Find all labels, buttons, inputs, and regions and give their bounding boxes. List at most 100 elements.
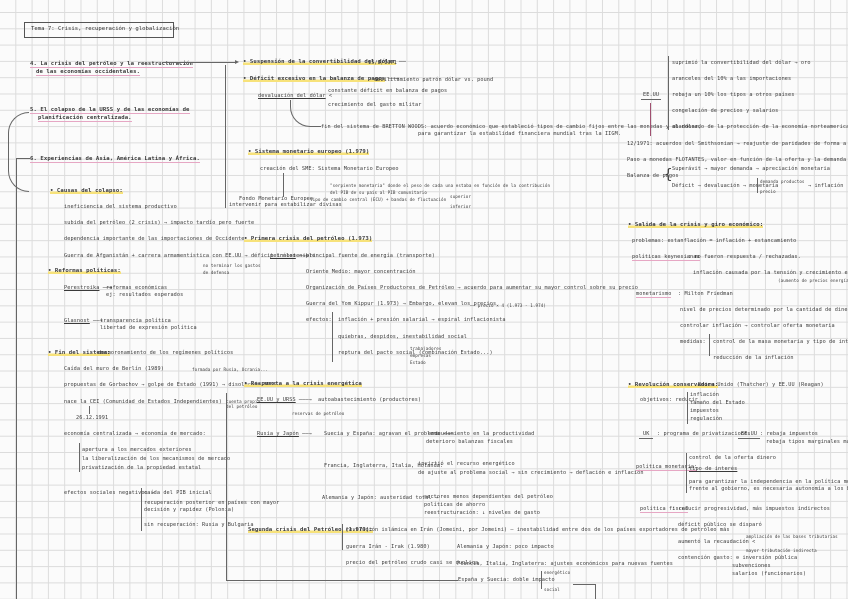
efectos-label-2: efectos: — [306, 317, 332, 323]
fin-heading: • Fin del sistema: — [48, 350, 111, 356]
cuenta-note-2: del petróleo — [226, 404, 258, 409]
inflacion-arrow: → inflación — [808, 183, 844, 189]
section-6-heading: 6. Experiencias de Asia, América Latina … — [30, 156, 200, 163]
monetarismo-4: medidas: — [680, 339, 706, 345]
efectos2-1: inflación + presión salarial → espiral i… — [338, 317, 506, 323]
sme-right-1b: del PIB de su país al PIB comunitario — [330, 190, 427, 195]
eeuu-item-2: aranceles del 10% a las importaciones — [672, 76, 792, 82]
bracket-objetivos — [687, 392, 688, 424]
suspension-date: 15/8/1971 — [368, 60, 398, 66]
bracket-medidas — [709, 334, 710, 356]
pacto-1: trabajadores — [410, 346, 442, 351]
bretton-woods: fin del sistema de BRETTON WOODS: acuerd… — [321, 124, 702, 130]
hline-bottom — [226, 580, 458, 581]
mercado-1: apertura a los mercados exteriores — [82, 447, 192, 453]
mercado-2: la liberalización de los mecanismos de m… — [82, 456, 231, 462]
flotantes: Paso a monedas FLOTANTES, valor en funci… — [627, 157, 847, 163]
curve-deval — [290, 100, 321, 127]
fin-desc: desmoronamiento de los regímenes polític… — [98, 350, 234, 356]
deval-item-2: crecimiento del gasto militar — [328, 102, 422, 108]
section-5-heading: 5. El colapso de la URSS y de las econom… — [30, 107, 190, 114]
smithsonian: 12/1971: acuerdos del Smithsonian → reaj… — [627, 141, 848, 147]
eeuu-item-5: abandonado de la protección de la econom… — [672, 124, 848, 130]
reservas: reservas de petróleo — [292, 411, 345, 416]
eeuu-label: EE.UU — [641, 92, 662, 100]
sme-desc: creación del SME: Sistema Monetario Euro… — [260, 166, 399, 172]
fin-note: formada por Rusia, Ucrania... — [192, 367, 269, 372]
espana-2: España y Suecia: doble impacto — [458, 577, 555, 583]
contencion-1: subvenciones — [732, 563, 771, 569]
balanza-label: Balanza de pagos — [627, 173, 679, 179]
efectos-4: sin recuperación: Rusia y Bulgaria — [144, 522, 254, 528]
monetarismo-1: : Milton Friedman — [678, 291, 733, 297]
monetarismo-label: monetarismo — [636, 291, 672, 298]
pf-1: déficit público se disparó — [678, 522, 762, 528]
inflacion-desc: inflación causada por la tensión y creci… — [693, 270, 848, 276]
bracket-efectos — [141, 488, 142, 531]
suecia-item-2: deterioro balanzas fiscales — [426, 439, 514, 445]
vline-respuesta — [226, 393, 228, 580]
fin-item-4: 26.12.1991 — [76, 415, 109, 421]
brace-balanza: { — [664, 167, 673, 183]
bretton-woods-2: para garantizar la estabilidad financier… — [418, 131, 622, 137]
pacto-2: empresas — [410, 353, 431, 358]
deficit-item-2: precio — [760, 189, 776, 194]
efectos2-2: quiebras, despidos, inestabilidad social — [338, 334, 467, 340]
bracket-eeuu — [668, 56, 669, 130]
politicas-desc: : no fueron respuesta / rechazadas. — [688, 254, 801, 260]
causa-2: subida del petróleo (2 crisis) → impacto… — [64, 220, 255, 226]
alemania-item-2: políticas de ahorro — [424, 502, 486, 508]
crisis2-1: revolución islámica en Irán (Jomeini, po… — [346, 527, 730, 533]
eeuu-item-3: rebaja un 10% los tipos a otros países — [672, 92, 795, 98]
pm-4: frente al gobierno, es necesaria autonom… — [689, 486, 848, 492]
page-title: Tema 7: Crisis, recuperación y globaliza… — [31, 26, 180, 32]
glasnost-item-2: libertad de expresión política — [100, 325, 197, 331]
fin-item-5: economía centralizada → economía de merc… — [64, 431, 206, 437]
respuesta-heading: • Respuesta a la crisis energética — [244, 381, 362, 387]
petroleo-label: petróleo ──→ — [270, 253, 309, 259]
bracket-deficit — [757, 178, 758, 193]
causa-1: ineficiencia del sistema productivo — [64, 204, 177, 210]
reformas-heading: • Reformas políticas: — [48, 268, 121, 274]
problemas: problemas: estanflación = inflación + es… — [632, 238, 797, 244]
perestroika-item-2: ej: resultados esperados — [106, 292, 184, 298]
francia: Francia, Inglaterra, Italia, Holanda: — [324, 463, 444, 469]
causa-4: Guerra de Afganistán + carrera armamentí… — [64, 253, 316, 259]
cuenta-note-1: cuenta propia — [226, 399, 261, 404]
perestroika-item-1: reformas económicas — [106, 285, 168, 291]
eeuu2-item-1: : rebaja impuestos — [760, 431, 819, 437]
arrow-cei — [89, 406, 90, 414]
objetivos: objetivos: reducir — [640, 397, 699, 403]
francia-item-2: de ajuste al problema social → sin creci… — [418, 470, 644, 476]
causas-heading: • Causas del colapso: — [50, 188, 123, 194]
causas-note-2: de defensa — [203, 270, 230, 275]
pm-1: control de la oferta dinero — [689, 455, 777, 461]
pm-3: para garantizar la independencia en la p… — [689, 479, 848, 485]
pf-3: contención gasto: ⊖ inversión pública — [678, 555, 798, 561]
section-4-heading: 4. La crisis del petróleo y la reestruct… — [30, 61, 193, 68]
crisis2-heading: Segunda crisis del Petróleo (1.979): — [248, 527, 373, 533]
crisis1-heading: • Primera crisis del petróleo (1.973) — [244, 236, 373, 242]
suspension-heading: • Suspensión de la convertibilidad del d… — [243, 59, 406, 65]
revolucion-heading: • Revolución conservadora: — [628, 382, 719, 388]
politicas-label: políticas keynesianas — [632, 254, 700, 261]
bracket-efectos-2 — [332, 312, 333, 362]
devaluacion-label: devaluación del dólar < — [258, 93, 333, 99]
efectos-3: decisión y rapidez (Polonia) — [144, 507, 235, 513]
efectos-2: recuperación posterior en países con may… — [144, 500, 280, 506]
vline-s4 — [225, 65, 227, 208]
sme-right-2: tipo de cambio central (ECU) + bandas de… — [310, 197, 447, 202]
perestroika-label: Perestroika ──→ — [64, 285, 113, 291]
recaudacion-1: ampliación de las bases tributarias — [746, 534, 838, 539]
pf-desc: : reducir progresividad, más impuestos i… — [672, 506, 830, 512]
eeuu2-item-2: rebaja tipos marginales máximos — [766, 439, 848, 445]
objetivo-2: tamaño del Estado — [690, 400, 745, 406]
deficit-note: debilitamiento patrón dólar vs. pound — [374, 77, 494, 83]
causas-note-1: no terminar los gastos — [203, 263, 261, 268]
sme-band-1: superior — [450, 194, 471, 199]
doble-2: social — [544, 587, 560, 592]
causa-3: dependencia importante de las importacio… — [64, 236, 245, 242]
glasnost-item-1: transparencia política — [100, 318, 171, 324]
contencion-2: salarios (funcionarios) — [732, 571, 807, 577]
sme-left-1: Fondo Monetario Europeo — [239, 196, 314, 202]
